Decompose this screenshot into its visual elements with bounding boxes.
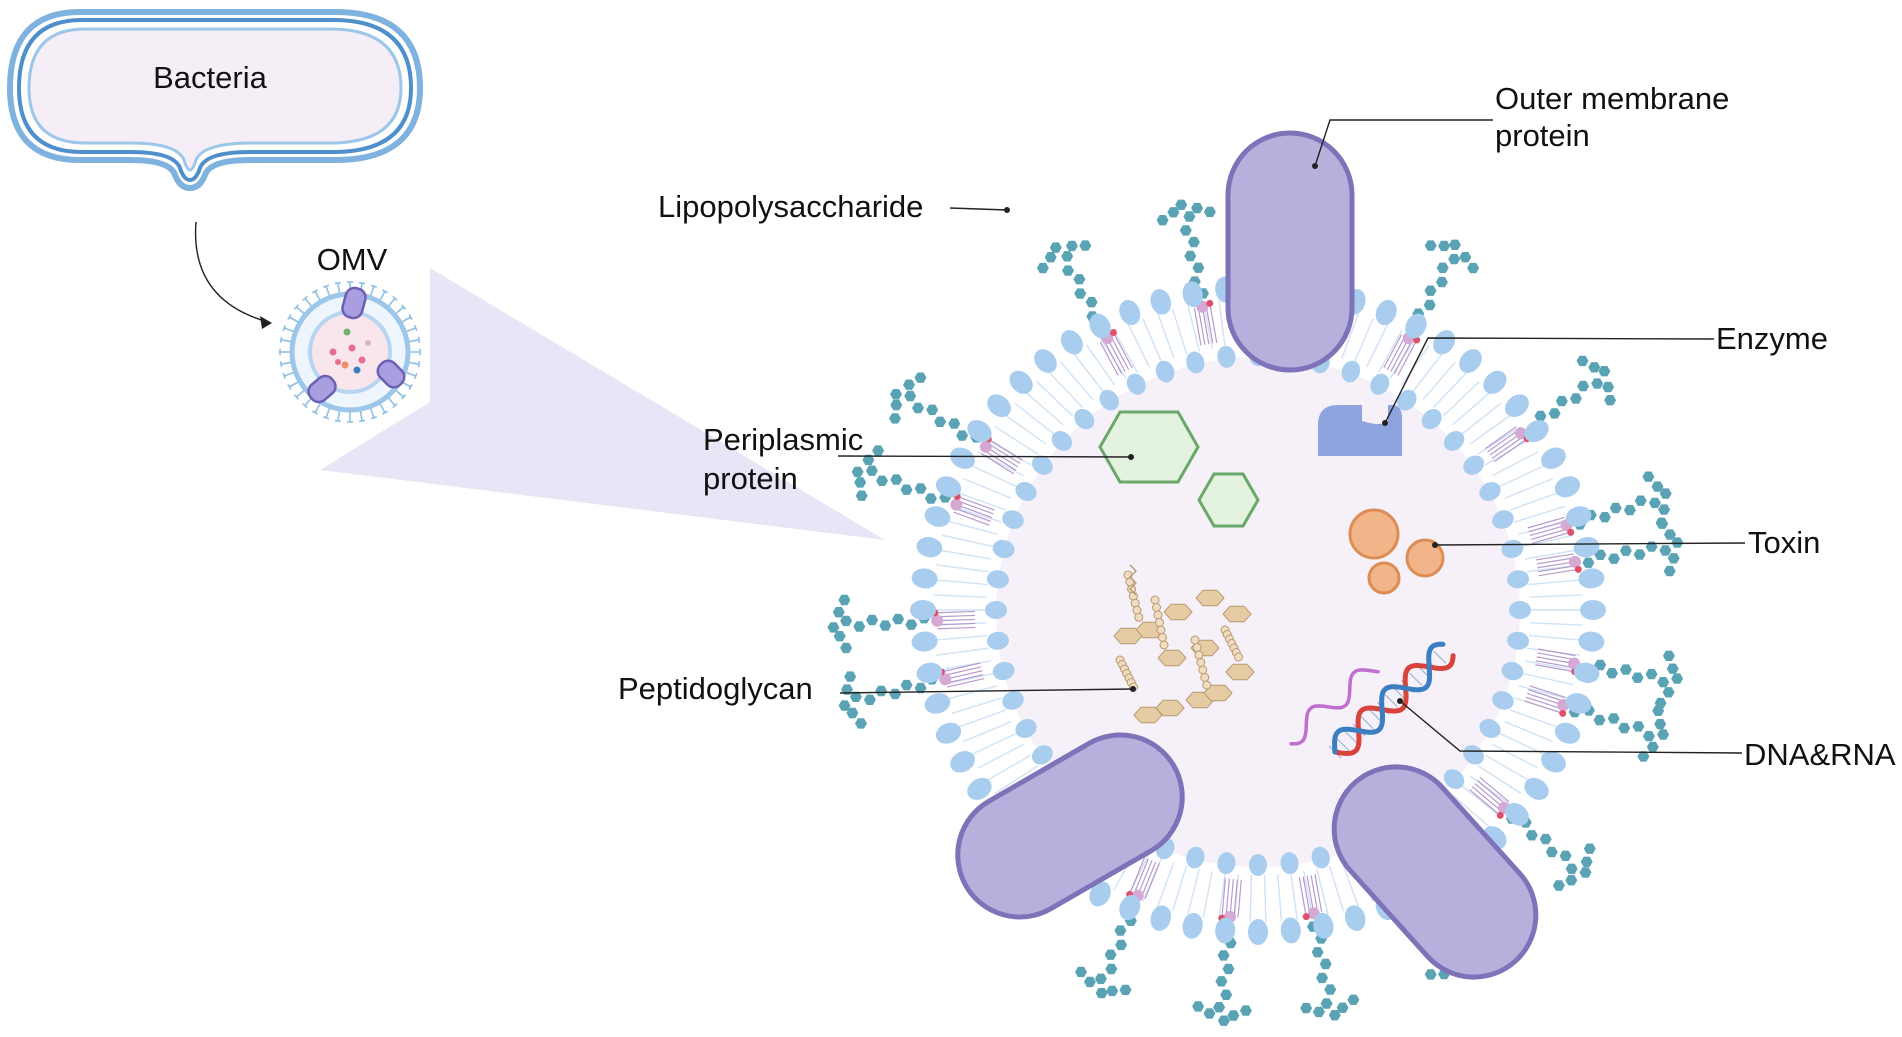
outer-membrane-protein-bottom-left [955, 732, 1185, 920]
outer-membrane-protein-bottom-right [1331, 764, 1539, 980]
toxin-label: Toxin [1748, 525, 1820, 560]
peptidoglycan-label: Peptidoglycan [618, 671, 813, 706]
dna-rna-label: DNA&RNA [1744, 737, 1896, 772]
omv-label: OMV [317, 242, 388, 277]
lipopolysaccharide-label: Lipopolysaccharide [658, 189, 923, 224]
arrowhead-icon [260, 316, 272, 329]
toxin-icon [1348, 508, 1445, 595]
dna-rna-icon [1289, 641, 1456, 759]
enzyme-label: Enzyme [1716, 321, 1828, 356]
zoom-cone [320, 268, 885, 540]
periplasmic-protein-label-line2: protein [703, 461, 798, 496]
omv-thumbnail [279, 281, 421, 423]
periplasmic-protein-label: Periplasmic [703, 422, 863, 457]
bacteria-label: Bacteria [153, 60, 267, 95]
lipopolysaccharide-chains [827, 199, 1684, 1026]
periplasmic-protein [1098, 410, 1260, 528]
leader-lines [837, 119, 1746, 754]
outer-membrane-protein-label-line2: protein [1495, 118, 1590, 153]
budding-arrow [194, 221, 269, 323]
peptidoglycan-icon [1113, 564, 1255, 724]
bacteria-cell: Bacteria [6, 9, 424, 192]
outer-membrane-protein-label: Outer membrane [1495, 81, 1729, 116]
outer-membrane-protein-top [1225, 130, 1355, 373]
enzyme-icon [1318, 405, 1402, 456]
